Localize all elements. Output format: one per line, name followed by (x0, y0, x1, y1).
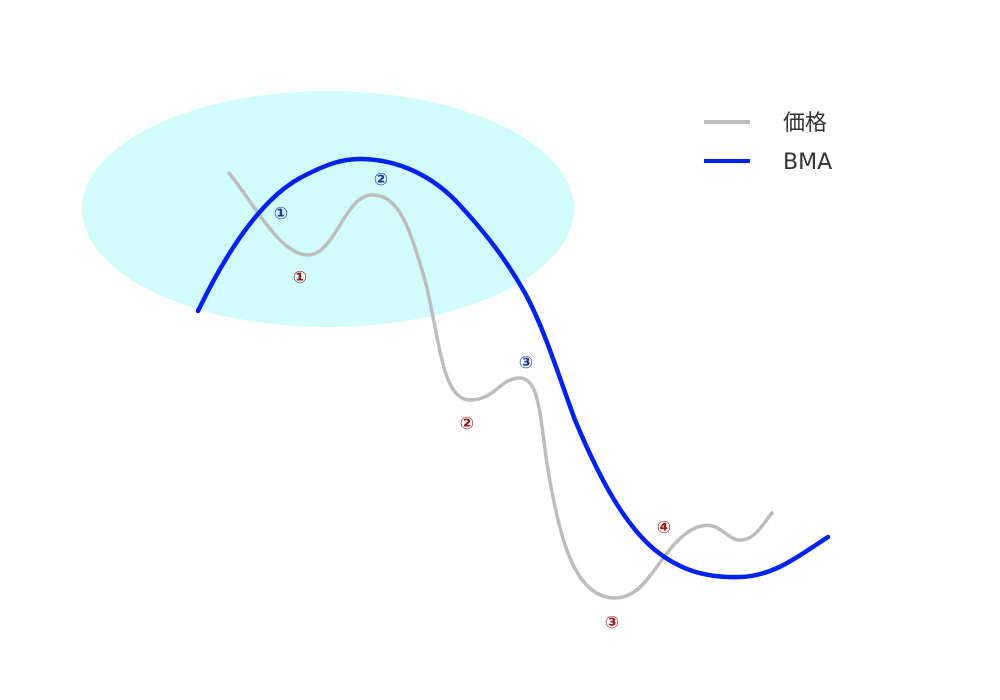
red-marker-2: ② (460, 414, 474, 434)
bma-line (195, 156, 831, 580)
red-marker-3: ③ (605, 613, 619, 633)
red-marker-4: ④ (657, 518, 671, 538)
legend-price-label: 価格 (783, 111, 827, 136)
legend-bma-label: BMA (783, 150, 832, 175)
price-line (227, 171, 774, 600)
blue-marker-1: ① (274, 204, 288, 224)
blue-marker-3: ③ (519, 353, 533, 373)
legend: 価格 BMA (704, 111, 832, 175)
red-marker-1: ① (293, 268, 307, 288)
blue-marker-2: ② (374, 170, 388, 190)
highlight-ellipse (82, 91, 574, 327)
